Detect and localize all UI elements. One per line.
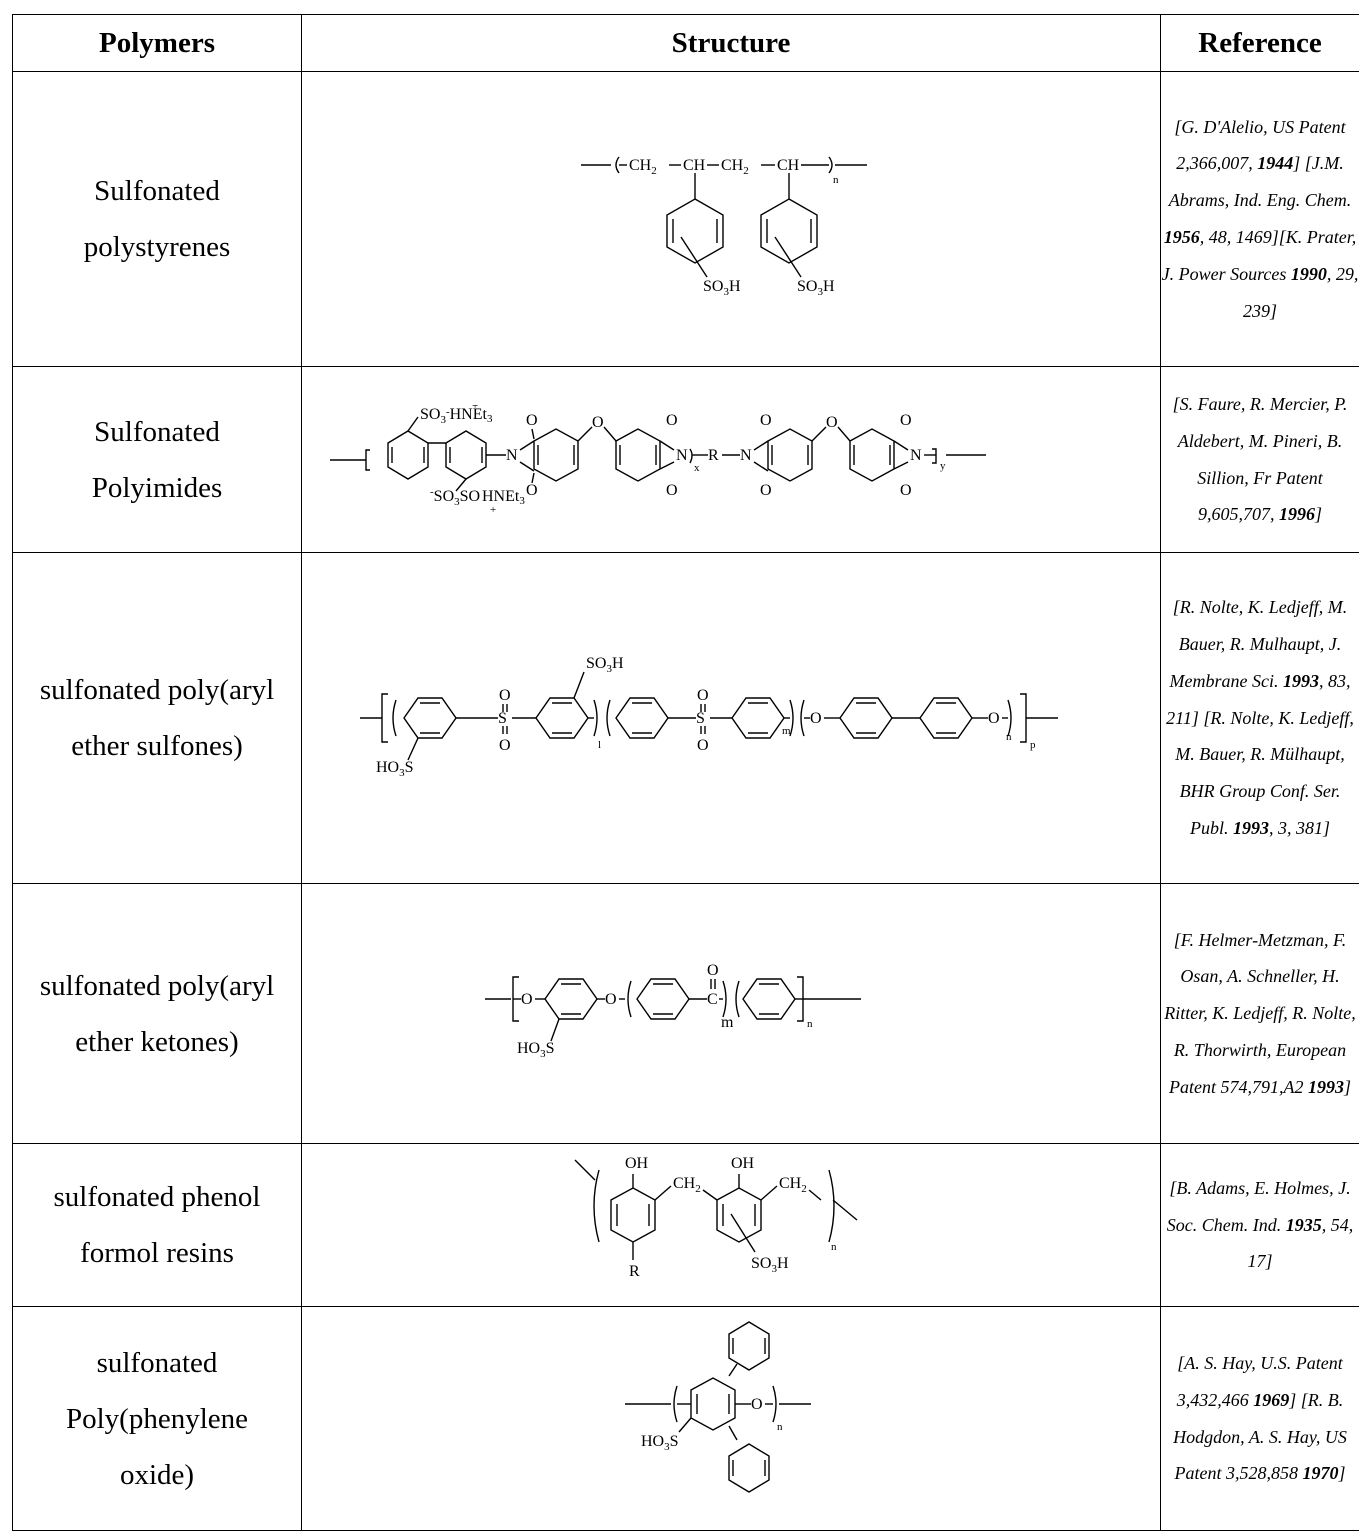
structure-cell: HO3S S O O SO3H l (302, 553, 1161, 884)
svg-text:n: n (1006, 731, 1012, 743)
svg-text:O: O (988, 710, 1000, 727)
svg-text:R: R (629, 1263, 640, 1280)
reference-cell: [A. S. Hay, U.S. Patent 3,432,466 1969] … (1161, 1307, 1359, 1531)
polymer-name: sulfonated Poly(phenylene oxide) (13, 1307, 302, 1531)
structure-poly-aryl-ether-sulfone: HO3S S O O SO3H l (356, 648, 1106, 788)
svg-text:n: n (807, 1018, 813, 1030)
polymer-name: Sulfonated Polyimides (13, 367, 302, 553)
header-reference: Reference (1161, 15, 1359, 72)
svg-text:O: O (499, 687, 511, 704)
svg-text:R: R (708, 447, 719, 464)
svg-text:HO3S: HO3S (517, 1040, 555, 1060)
polymer-name: sulfonated phenol formol resins (13, 1144, 302, 1307)
table-row: sulfonated poly(aryl ether ketones) O HO… (13, 884, 1359, 1144)
svg-text:l: l (598, 739, 601, 751)
svg-text:+: + (490, 504, 496, 515)
polymer-name: sulfonated poly(aryl ether sulfones) (13, 553, 302, 884)
svg-text:HO3S: HO3S (641, 1433, 679, 1453)
svg-text:N: N (676, 447, 688, 464)
structure-polystyrene: CH2 CH CH2 CH n SO3H (571, 139, 891, 299)
structure-polyphenylene-oxide: O n HO3S (621, 1314, 841, 1524)
table-row: sulfonated Poly(phenylene oxide) O n (13, 1307, 1359, 1531)
svg-text:O: O (521, 991, 533, 1008)
svg-text:y: y (940, 460, 946, 472)
svg-text:n: n (777, 1421, 783, 1433)
svg-text:S: S (696, 710, 705, 727)
svg-text:O: O (697, 687, 709, 704)
svg-text:m: m (721, 1014, 734, 1031)
svg-text:CH2: CH2 (721, 157, 749, 177)
svg-text:O: O (526, 412, 538, 429)
svg-text:N: N (740, 447, 752, 464)
reference-cell: [F. Helmer-Metzman, F. Osan, A. Schnelle… (1161, 884, 1359, 1144)
structure-cell: CH2 CH CH2 CH n SO3H (302, 72, 1161, 367)
structure-cell: O HO3S O C O m (302, 884, 1161, 1144)
svg-text:CH2: CH2 (779, 1175, 807, 1195)
reference-cell: [R. Nolte, K. Ledjeff, M. Bauer, R. Mulh… (1161, 553, 1359, 884)
svg-text:m: m (782, 725, 791, 737)
svg-text:SO3H: SO3H (797, 278, 835, 298)
svg-text:CH2: CH2 (629, 157, 657, 177)
svg-text:CH: CH (683, 157, 706, 174)
table-row: Sulfonated Polyimides SO3-HNEt3 + -SO3SO… (13, 367, 1359, 553)
polymer-table: Polymers Structure Reference Sulfonated … (12, 14, 1359, 1531)
svg-text:O: O (751, 1396, 763, 1413)
svg-text:O: O (605, 991, 617, 1008)
svg-text:O: O (810, 710, 822, 727)
svg-text:N: N (910, 447, 922, 464)
svg-text:O: O (592, 414, 604, 431)
polymer-name: sulfonated poly(aryl ether ketones) (13, 884, 302, 1144)
table-row: sulfonated poly(aryl ether sulfones) HO3… (13, 553, 1359, 884)
svg-text:N: N (506, 447, 518, 464)
svg-text:x: x (694, 462, 700, 474)
structure-cell: SO3-HNEt3 + -SO3SO HNEt3 + N O O O (302, 367, 1161, 553)
structure-poly-aryl-ether-ketone: O HO3S O C O m (481, 949, 981, 1079)
structure-cell: O n HO3S (302, 1307, 1161, 1531)
svg-text:O: O (826, 414, 838, 431)
header-polymers: Polymers (13, 15, 302, 72)
table-row: Sulfonated polystyrenes CH2 CH CH2 CH n (13, 72, 1359, 367)
svg-text:C: C (707, 991, 718, 1008)
svg-text:O: O (707, 962, 719, 979)
svg-text:SO3H: SO3H (751, 1255, 789, 1275)
header-row: Polymers Structure Reference (13, 15, 1359, 72)
svg-text:CH: CH (777, 157, 800, 174)
reference-cell: [G. D'Alelio, US Patent 2,366,007, 1944]… (1161, 72, 1359, 367)
svg-text:O: O (900, 482, 912, 499)
structure-phenol-formol-resin: OH R CH2 OH SO3H CH2 n (571, 1150, 891, 1300)
svg-text:O: O (499, 737, 511, 754)
svg-text:O: O (666, 482, 678, 499)
svg-text:OH: OH (625, 1155, 649, 1172)
svg-text:O: O (697, 737, 709, 754)
svg-text:+: + (472, 405, 478, 412)
svg-text:HO3S: HO3S (376, 759, 414, 779)
svg-text:O: O (760, 412, 772, 429)
svg-text:n: n (831, 1241, 837, 1253)
svg-text:O: O (666, 412, 678, 429)
svg-text:SO3H: SO3H (703, 278, 741, 298)
structure-cell: OH R CH2 OH SO3H CH2 n (302, 1144, 1161, 1307)
svg-text:n: n (833, 174, 839, 186)
svg-text:HNEt3: HNEt3 (482, 488, 525, 507)
header-structure: Structure (302, 15, 1161, 72)
polymer-name: Sulfonated polystyrenes (13, 72, 302, 367)
svg-text:CH2: CH2 (673, 1175, 701, 1195)
svg-text:O: O (900, 412, 912, 429)
svg-text:SO3H: SO3H (586, 655, 624, 675)
svg-text:SO3-HNEt3: SO3-HNEt3 (420, 406, 493, 426)
reference-cell: [B. Adams, E. Holmes, J. Soc. Chem. Ind.… (1161, 1144, 1359, 1307)
table-row: sulfonated phenol formol resins OH R CH2 (13, 1144, 1359, 1307)
svg-text:OH: OH (731, 1155, 755, 1172)
svg-text:O: O (760, 482, 772, 499)
reference-cell: [S. Faure, R. Mercier, P. Aldebert, M. P… (1161, 367, 1359, 553)
structure-polyimide: SO3-HNEt3 + -SO3SO HNEt3 + N O O O (326, 405, 1136, 515)
svg-text:S: S (498, 710, 507, 727)
svg-text:-SO3SO: -SO3SO (430, 486, 480, 508)
svg-text:O: O (526, 482, 538, 499)
svg-text:p: p (1030, 739, 1036, 751)
